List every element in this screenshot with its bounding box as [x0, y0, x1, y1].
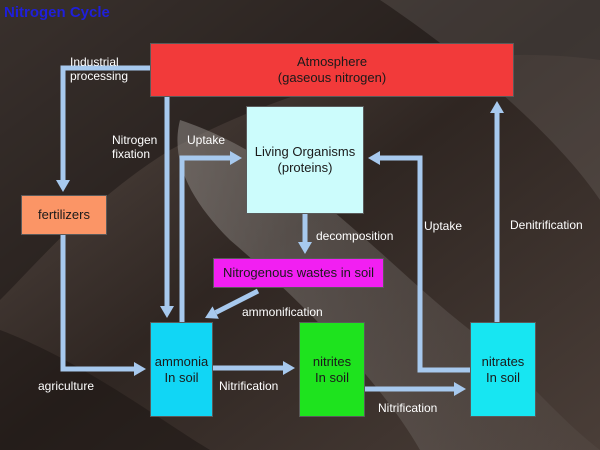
nitrification-arrow-2-head [454, 382, 466, 396]
living-organisms-label: Living Organisms (proteins) [254, 144, 356, 175]
ammonification-arrow [205, 288, 260, 319]
diagram-title: Nitrogen Cycle [4, 4, 110, 21]
nitrates-label: nitrates In soil [481, 353, 525, 385]
fertilizers-label: fertilizers [37, 207, 90, 222]
uptake-right-arrow-shaft [380, 155, 470, 373]
nitrogen-fixation-arrow [160, 97, 174, 318]
nitrogenous-wastes-label: Nitrogenous wastes in soil [222, 265, 375, 280]
denitrification-label: Denitrification [510, 218, 583, 232]
atmosphere-node: Atmosphere (gaseous nitrogen) [150, 43, 514, 97]
agriculture-label: agriculture [38, 379, 95, 393]
uptake-left-arrow-shaft [179, 155, 230, 322]
denitrification-arrow [490, 101, 504, 322]
denitrification-arrow-head [490, 101, 504, 113]
nitrogen-fixation-label: Nitrogen fixation [112, 133, 158, 161]
agriculture-arrow-shaft [60, 235, 134, 372]
uptake-left-arrow [179, 151, 242, 322]
industrial-processing-arrow-shaft [60, 65, 150, 180]
agriculture-arrow-head [134, 362, 146, 376]
nitrogen-fixation-arrow-head [160, 306, 174, 318]
nitrification-arrow-2 [365, 382, 466, 396]
nitrification-label-2: Nitrification [378, 401, 438, 415]
ammonia-node: ammonia In soil [150, 322, 213, 417]
atmosphere-label: Atmosphere (gaseous nitrogen) [277, 54, 387, 85]
decomposition-arrow-head [298, 242, 312, 254]
ammonification-arrow-head [205, 306, 219, 319]
nitrification-arrow-1 [213, 361, 295, 375]
ammonia-label: ammonia In soil [154, 353, 209, 385]
decomposition-arrow [298, 214, 312, 254]
nitrites-node: nitrites In soil [299, 322, 365, 417]
fertilizers-node: fertilizers [21, 195, 107, 235]
industrial-processing-arrow [56, 65, 150, 192]
industrial-processing-arrow-head [56, 180, 70, 192]
industrial-processing-label: Industrial processing [70, 55, 129, 83]
decomposition-label: decomposition [316, 229, 394, 243]
nitrites-label: nitrites In soil [312, 353, 352, 385]
uptake-left-arrow-head [230, 151, 242, 165]
uptake-right-arrow [368, 151, 470, 373]
ammonification-label: ammonification [242, 305, 323, 319]
agriculture-arrow [60, 235, 146, 376]
nitrates-node: nitrates In soil [470, 322, 536, 417]
uptake-right-arrow-head [368, 151, 380, 165]
nitrification-label-1: Nitrification [219, 379, 279, 393]
living-organisms-node: Living Organisms (proteins) [246, 106, 364, 214]
uptake-left-label: Uptake [187, 133, 226, 147]
nitrogenous-wastes-node: Nitrogenous wastes in soil [213, 258, 384, 288]
nitrification-arrow-1-head [283, 361, 295, 375]
ammonification-arrow-shaft [214, 288, 260, 315]
uptake-right-label: Uptake [424, 219, 463, 233]
